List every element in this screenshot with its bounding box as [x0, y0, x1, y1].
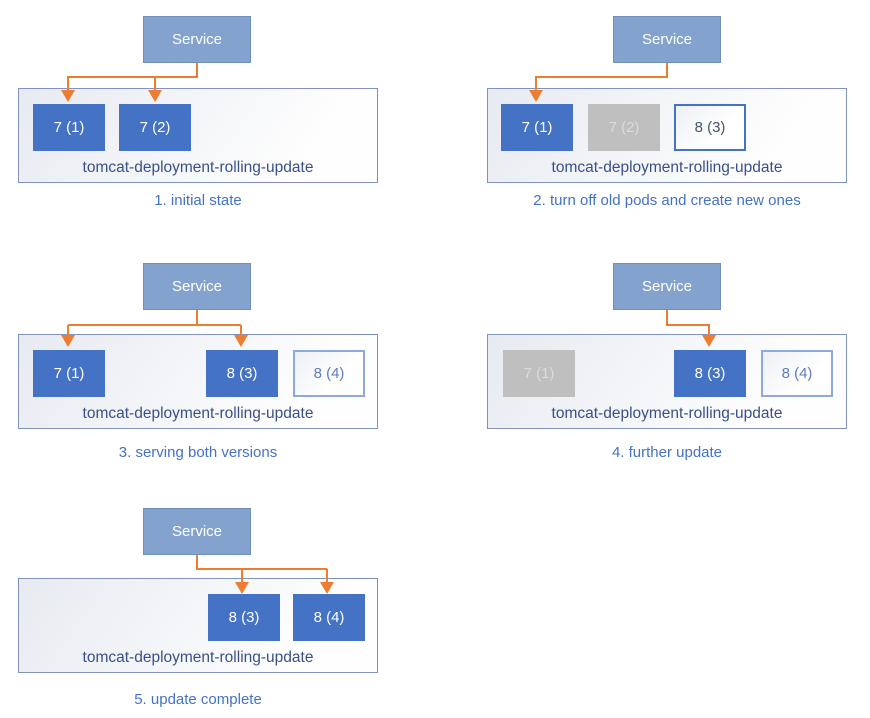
pod-label: 7 (1) [53, 119, 85, 136]
pod: 7 (1) [33, 104, 105, 151]
panel-5-update-complete: Service 8 (3) 8 (4) tomcat-deployment-ro… [0, 480, 435, 718]
service-box: Service [143, 508, 251, 555]
pod: 8 (4) [293, 594, 365, 641]
connector-line [67, 63, 198, 90]
pod-label: 8 (3) [228, 609, 260, 626]
pod: 7 (1) [503, 350, 575, 397]
pod: 8 (3) [208, 594, 280, 641]
pod-label: 7 (1) [521, 119, 553, 136]
deployment-label: tomcat-deployment-rolling-update [82, 649, 314, 666]
pod: 8 (4) [293, 350, 365, 397]
pod-label: 7 (2) [608, 119, 640, 136]
pod-label: 8 (4) [313, 365, 345, 382]
pod: 7 (1) [501, 104, 573, 151]
panel-caption: 1. initial state [154, 192, 242, 209]
connector-line [535, 63, 668, 90]
pod: 7 (2) [119, 104, 191, 151]
deployment-label: tomcat-deployment-rolling-update [82, 405, 314, 422]
deployment-box: 7 (1) 8 (3) 8 (4) tomcat-deployment-roll… [487, 334, 847, 429]
deployment-box: 7 (1) 7 (2) tomcat-deployment-rolling-up… [18, 88, 378, 183]
pod: 8 (4) [761, 350, 833, 397]
panel-1-initial-state: Service 7 (1) 7 (2) tomcat-deployment-ro… [0, 0, 435, 240]
pod-label: 8 (3) [226, 365, 258, 382]
pod-label: 8 (3) [694, 119, 726, 136]
pod: 8 (3) [674, 350, 746, 397]
deployment-label: tomcat-deployment-rolling-update [551, 405, 783, 422]
panel-3-serving-both-versions: Service 7 (1) 8 (3) 8 (4) tomcat-deploym… [0, 240, 435, 480]
pod-label: 7 (1) [523, 365, 555, 382]
deployment-label: tomcat-deployment-rolling-update [82, 159, 314, 176]
service-label: Service [641, 278, 693, 295]
service-label: Service [171, 31, 223, 48]
panel-caption: 5. update complete [134, 691, 262, 708]
panel-2-turn-off-old-pods: Service 7 (1) 7 (2) 8 (3) tomcat-deploym… [435, 0, 870, 240]
service-box: Service [143, 263, 251, 310]
service-label: Service [171, 523, 223, 540]
pod-label: 7 (2) [139, 119, 171, 136]
deployment-box: 8 (3) 8 (4) tomcat-deployment-rolling-up… [18, 578, 378, 673]
deployment-box: 7 (1) 8 (3) 8 (4) tomcat-deployment-roll… [18, 334, 378, 429]
panel-caption: 4. further update [611, 444, 723, 461]
deployment-box: 7 (1) 7 (2) 8 (3) tomcat-deployment-roll… [487, 88, 847, 183]
deployment-label: tomcat-deployment-rolling-update [551, 159, 783, 176]
connector-line [666, 310, 710, 336]
service-label: Service [171, 278, 223, 295]
pod-label: 8 (4) [313, 609, 345, 626]
service-box: Service [143, 16, 251, 63]
service-box: Service [613, 16, 721, 63]
pod: 7 (2) [588, 104, 660, 151]
service-label: Service [641, 31, 693, 48]
pod-label: 8 (4) [781, 365, 813, 382]
pod-label: 7 (1) [53, 365, 85, 382]
pod: 8 (3) [206, 350, 278, 397]
panel-caption: 2. turn off old pods and create new ones [533, 192, 801, 209]
pod: 7 (1) [33, 350, 105, 397]
service-box: Service [613, 263, 721, 310]
panel-caption: 3. serving both versions [118, 444, 278, 461]
pod: 8 (3) [674, 104, 746, 151]
panel-4-further-update: Service 7 (1) 8 (3) 8 (4) tomcat-deploym… [435, 240, 870, 480]
pod-label: 8 (3) [694, 365, 726, 382]
connector-line [196, 555, 327, 570]
